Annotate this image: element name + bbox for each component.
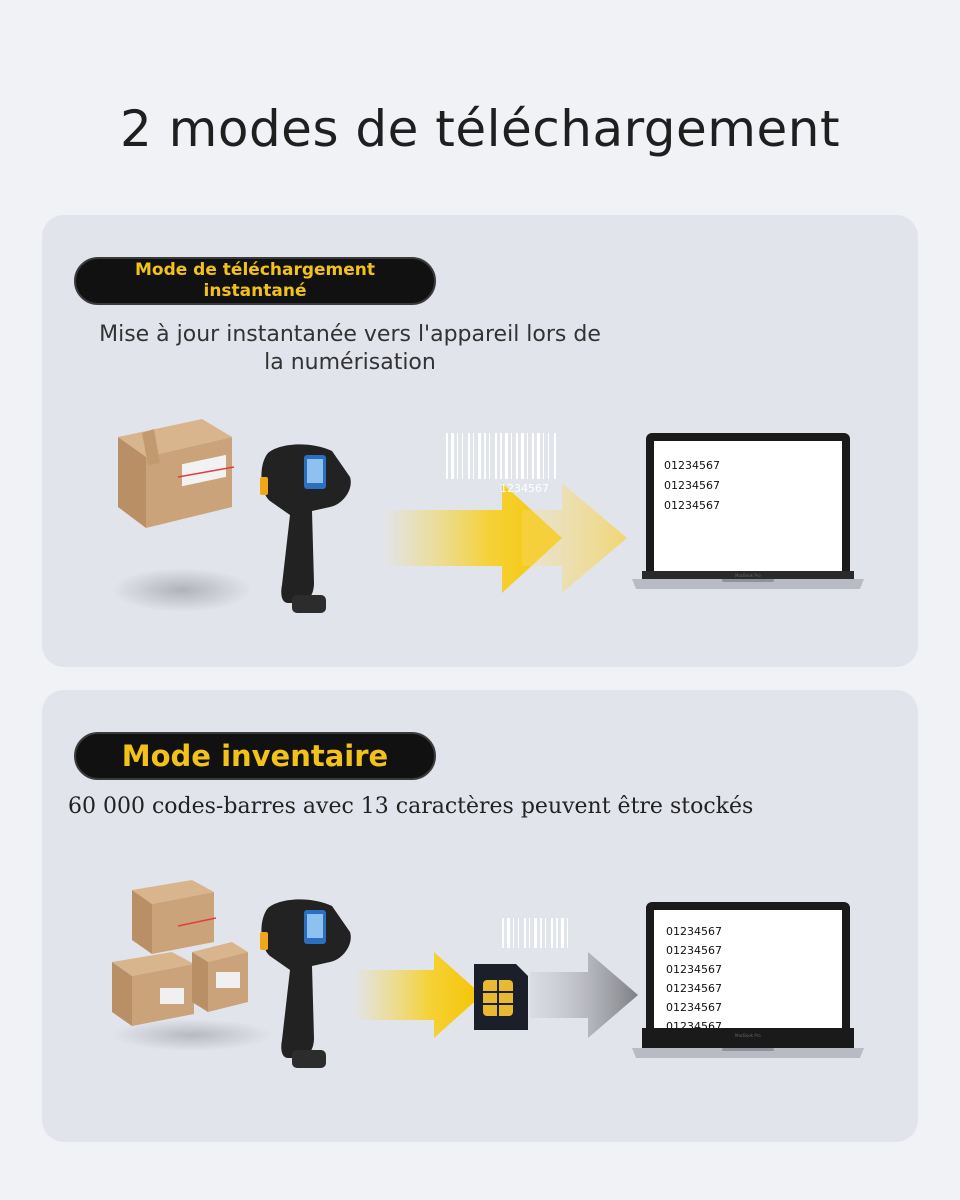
transfer-arrow-secondary-icon — [522, 483, 627, 593]
transfer-arrow-icon — [352, 952, 482, 1038]
storage-chip-icon — [474, 964, 528, 1030]
screen-line: 01234567 — [666, 1001, 722, 1014]
inventory-mode-panel: Mode inventaire 60 000 codes-barres avec… — [42, 690, 918, 1142]
barcode-scanner-icon — [260, 899, 351, 1068]
instant-mode-description: Mise à jour instantanée vers l'appareil … — [99, 322, 601, 375]
inventory-mode-label: Mode inventaire — [74, 732, 436, 780]
barcode-graphic: 1234567 — [446, 433, 556, 495]
page-title: 2 modes de téléchargement — [119, 100, 841, 158]
package-box-icon — [118, 419, 235, 528]
transfer-arrow-gray-icon — [530, 952, 638, 1038]
laptop-icon: 01234567 01234567 01234567 01234567 0123… — [632, 902, 864, 1058]
inventory-mode-illustration: 01234567 01234567 01234567 01234567 0123… — [112, 880, 864, 1068]
instant-mode-panel: Mode de téléchargement instantané Mise à… — [42, 215, 918, 667]
screen-line: 01234567 — [666, 925, 722, 938]
screen-line: 01234567 — [664, 459, 720, 472]
screen-line: 01234567 — [666, 1020, 722, 1033]
instant-mode-label: Mode de téléchargement instantané — [74, 257, 436, 305]
barcode-scanner-icon — [260, 444, 351, 613]
transfer-arrow-icon — [382, 483, 562, 593]
laptop-brand: MacBook Pro — [735, 573, 761, 578]
screen-line: 01234567 — [666, 944, 722, 957]
barcode-text: 1234567 — [500, 482, 549, 495]
package-boxes-icon — [112, 880, 248, 1026]
screen-line: 01234567 — [664, 499, 720, 512]
screen-line: 01234567 — [666, 963, 722, 976]
instant-mode-illustration: 1234567 01234567 01234567 01234567 MacBo… — [112, 419, 864, 613]
screen-line: 01234567 — [666, 982, 722, 995]
barcode-graphic — [502, 918, 568, 948]
inventory-mode-description: 60 000 codes-barres avec 13 caractères p… — [68, 794, 754, 819]
laptop-brand: MacBook Pro — [735, 1033, 761, 1038]
laptop-icon: 01234567 01234567 01234567 MacBook Pro — [632, 433, 864, 589]
screen-line: 01234567 — [664, 479, 720, 492]
